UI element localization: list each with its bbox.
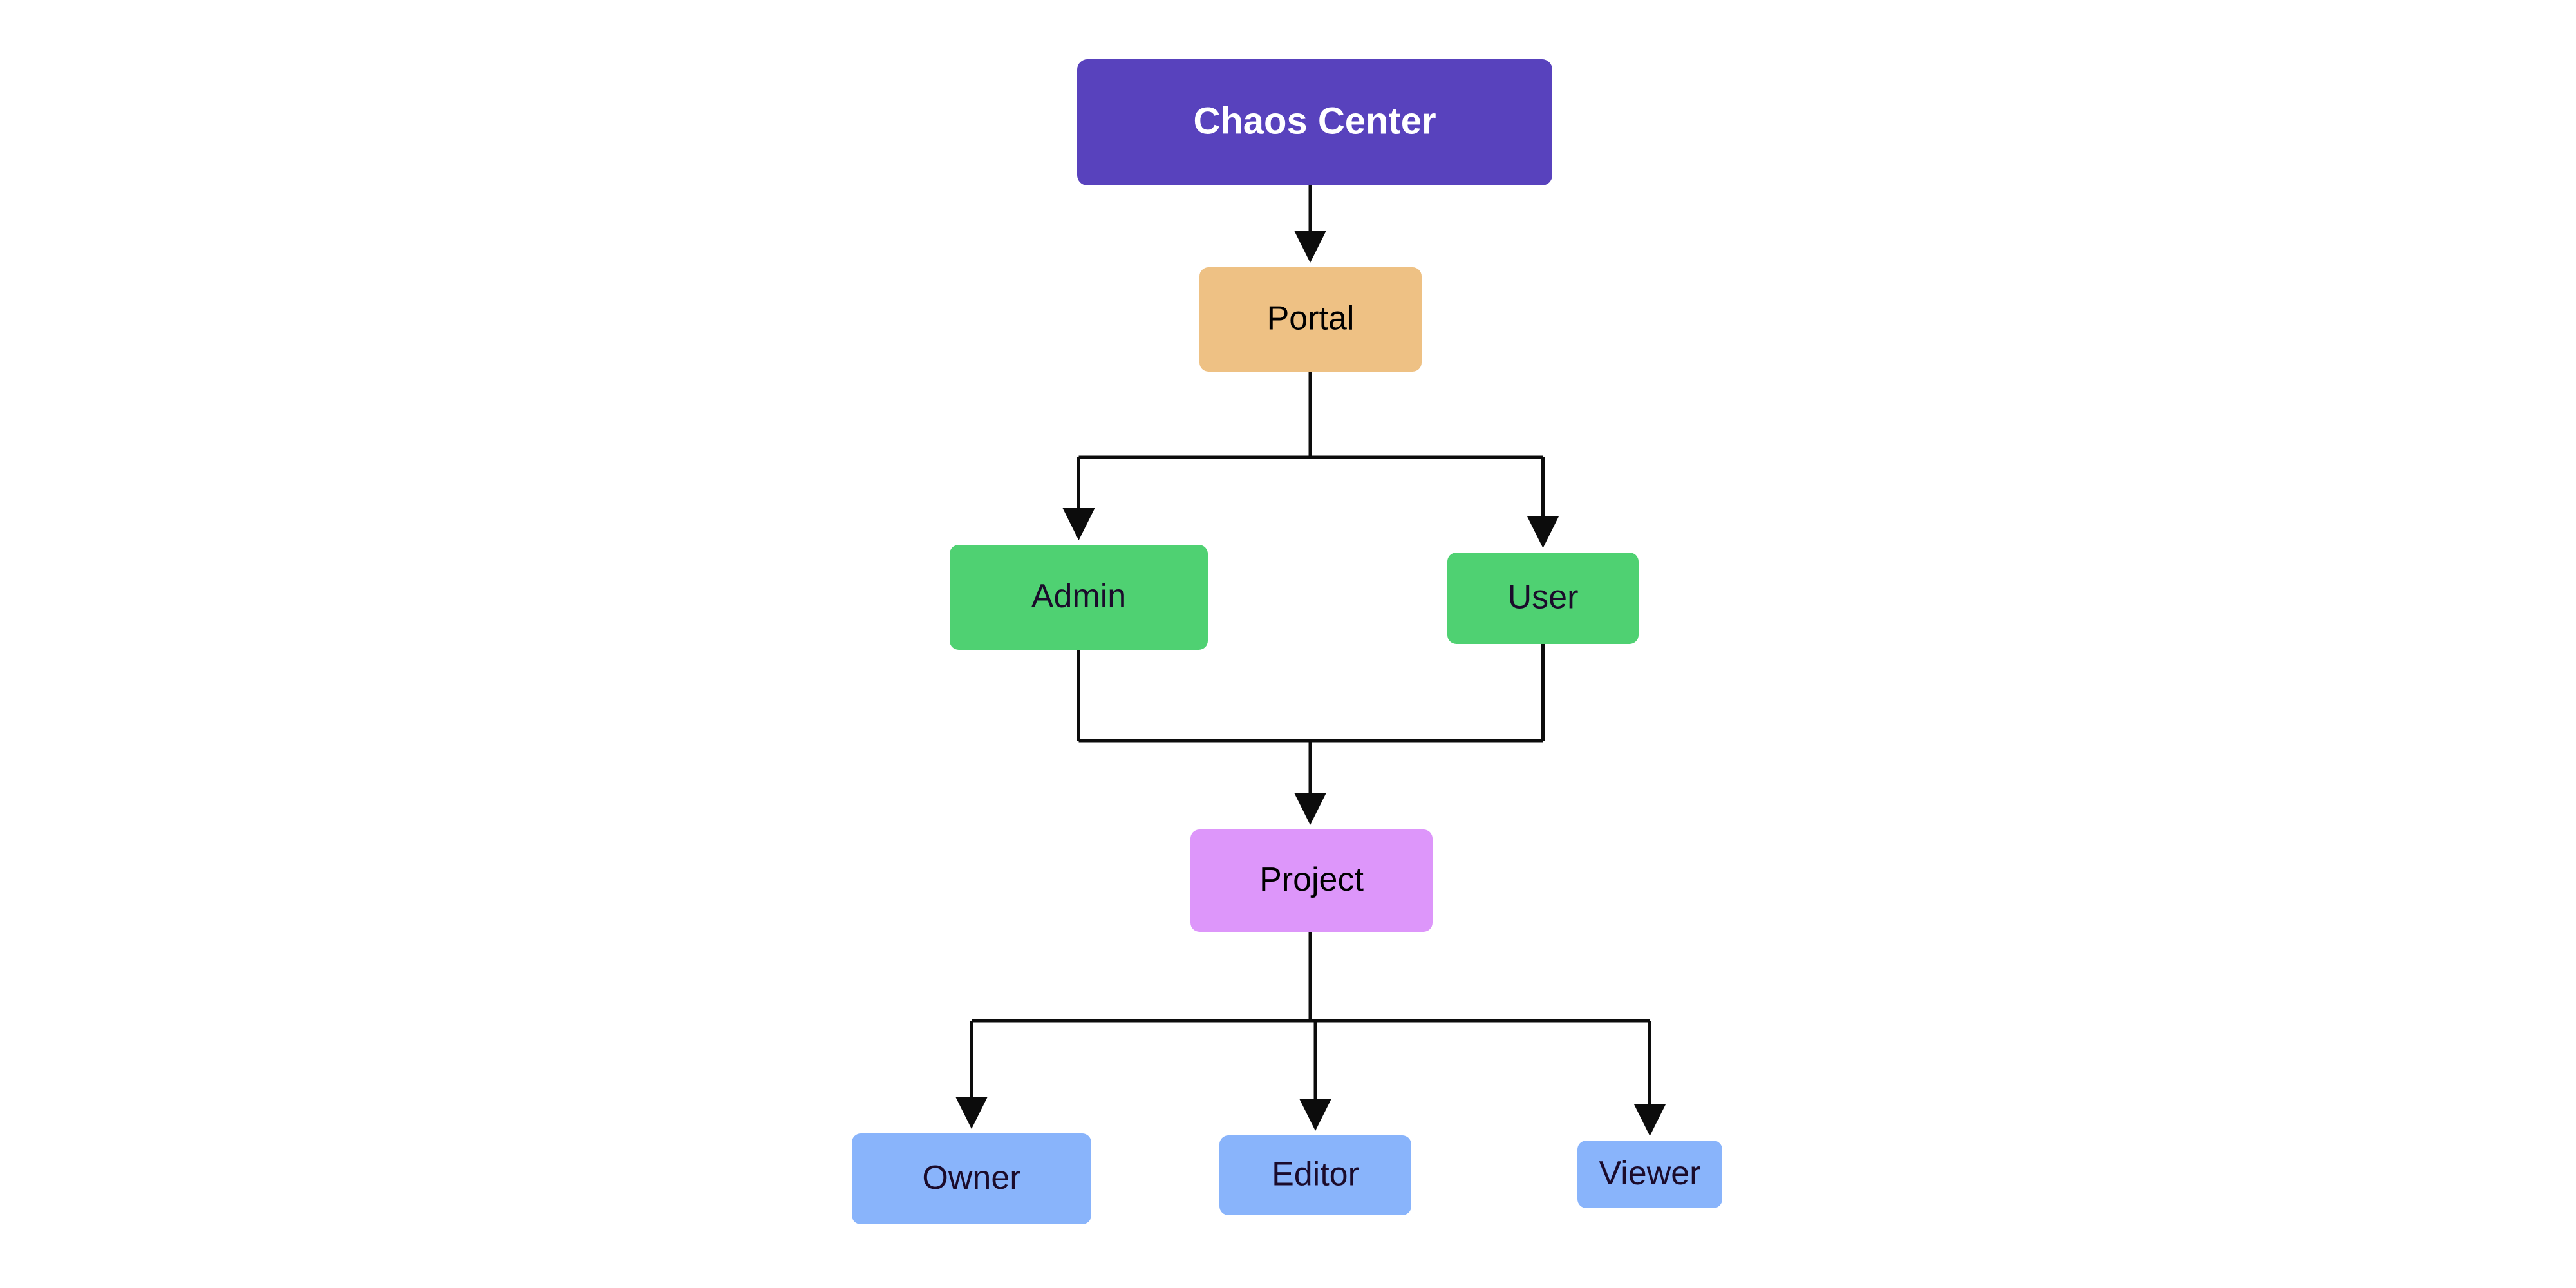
- node-admin[interactable]: Admin: [950, 545, 1208, 650]
- node-viewer-shape[interactable]: [1577, 1141, 1722, 1208]
- node-chaos-center[interactable]: Chaos Center: [1077, 59, 1552, 185]
- node-editor-shape[interactable]: [1219, 1135, 1411, 1215]
- node-admin-shape[interactable]: [950, 545, 1208, 650]
- node-project[interactable]: Project: [1190, 829, 1433, 932]
- node-portal-shape[interactable]: [1199, 267, 1422, 372]
- node-owner-shape[interactable]: [852, 1133, 1091, 1224]
- node-user[interactable]: User: [1447, 553, 1639, 644]
- node-viewer[interactable]: Viewer: [1577, 1141, 1722, 1208]
- node-user-shape[interactable]: [1447, 553, 1639, 644]
- node-chaos-center-shape[interactable]: [1077, 59, 1552, 185]
- node-project-shape[interactable]: [1190, 829, 1433, 932]
- edges-layer: [955, 185, 1666, 1136]
- node-portal[interactable]: Portal: [1199, 267, 1422, 372]
- node-owner[interactable]: Owner: [852, 1133, 1091, 1224]
- node-editor[interactable]: Editor: [1219, 1135, 1411, 1215]
